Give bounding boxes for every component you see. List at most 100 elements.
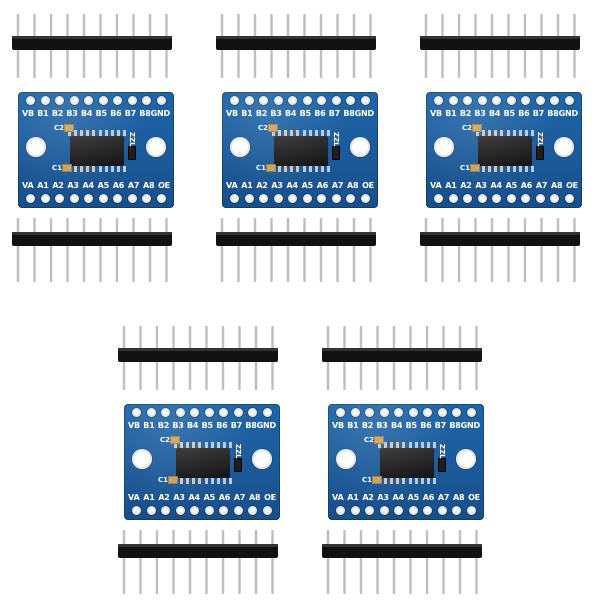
solder-pad [423,506,433,515]
chip-leg [494,130,498,136]
ic-chip [70,136,124,166]
pin-label: B8GND [139,109,170,118]
header-pin [33,218,36,282]
solder-pad [113,194,123,203]
pin-label: A6 [520,181,533,190]
solder-pad [466,408,476,417]
chip-leg [500,130,504,136]
pin-label: A4 [286,181,299,190]
header-highlight [118,544,278,547]
solder-pad [161,506,171,515]
chip-leg [320,130,324,136]
header-pin [458,530,462,594]
pin-label: VA [430,181,442,190]
solder-pad [161,408,171,417]
pin-label: B8GND [547,109,578,118]
pin-label: A1 [445,181,457,190]
chip-leg [524,130,528,136]
silk-zzl: ZZL [128,132,136,147]
pad-row-top [434,96,574,106]
solder-pad [84,96,94,105]
header-pin [303,218,306,282]
silk-c2: C2 [364,436,375,444]
pin-label: B2 [255,109,268,118]
solder-pad [477,96,487,105]
solder-pad [190,506,200,515]
pin-label: B4 [285,109,297,118]
header-bar [12,232,172,246]
pin-header-bottom [12,218,172,282]
chip-leg [408,478,412,484]
solder-pad [448,96,458,105]
pin-header-bottom [118,530,278,594]
header-bar [322,544,482,558]
solder-pad [550,96,560,105]
mount-hole-left [336,449,356,469]
pin-label: A7 [127,181,140,190]
mount-hole-right [146,137,166,157]
solder-pad [550,194,560,203]
pad-row-bottom [336,506,476,516]
chip-leg [92,166,96,172]
chip-leg [302,130,306,136]
pin-label: A8 [550,181,563,190]
pin-label: OE [362,181,374,190]
chip-leg [86,166,90,172]
silk-zzl: ZZL [536,132,544,147]
solder-pad [521,194,531,203]
header-pin [221,530,225,594]
pin-label: B7 [124,109,137,118]
chip-leg [296,166,300,172]
header-pin [122,530,126,594]
pin-label: B7 [328,109,341,118]
pin-label: B5 [95,109,107,118]
header-pin [376,530,379,594]
pin-label: A8 [142,181,155,190]
chip-leg [524,166,528,172]
solder-pad [132,408,141,417]
solder-pad [477,194,487,203]
pin-label: B3 [474,109,486,118]
chip-leg [278,130,282,136]
pin-label: B2 [361,421,374,430]
silk-c1: C1 [52,164,63,172]
solder-pad [448,194,458,203]
pin-label: A2 [158,493,170,502]
pin-label: B6 [110,109,122,118]
pin-label: A3 [475,181,487,190]
pin-label: B7 [434,421,447,430]
solder-pad [55,96,65,105]
silk-zzl: ZZL [234,444,242,459]
capacitor-c2 [64,124,74,132]
solder-pad [175,408,185,417]
pin-label: A5 [301,181,314,190]
pin-label: VA [22,181,34,190]
pin-label: A4 [82,181,95,190]
header-pin [409,530,412,594]
chip-leg [222,442,226,448]
header-highlight [12,36,172,39]
solder-pad [146,408,156,417]
solder-pad [40,194,50,203]
pin-label: B6 [518,109,530,118]
solder-pad [233,506,243,515]
solder-pad [55,194,65,203]
pin-label: B4 [81,109,93,118]
capacitor-c2 [268,124,278,132]
header-pin [556,218,560,282]
chip-leg [228,478,232,484]
chip-leg [290,166,294,172]
header-pin [540,218,543,282]
chip-leg [80,130,84,136]
chip-leg [518,130,522,136]
header-pin [220,218,224,282]
solder-pad [262,506,272,515]
solder-pad [360,96,370,105]
header-pin [270,218,273,282]
pin-label: OE [566,181,578,190]
header-pin [336,218,339,282]
solder-pad [259,96,269,105]
